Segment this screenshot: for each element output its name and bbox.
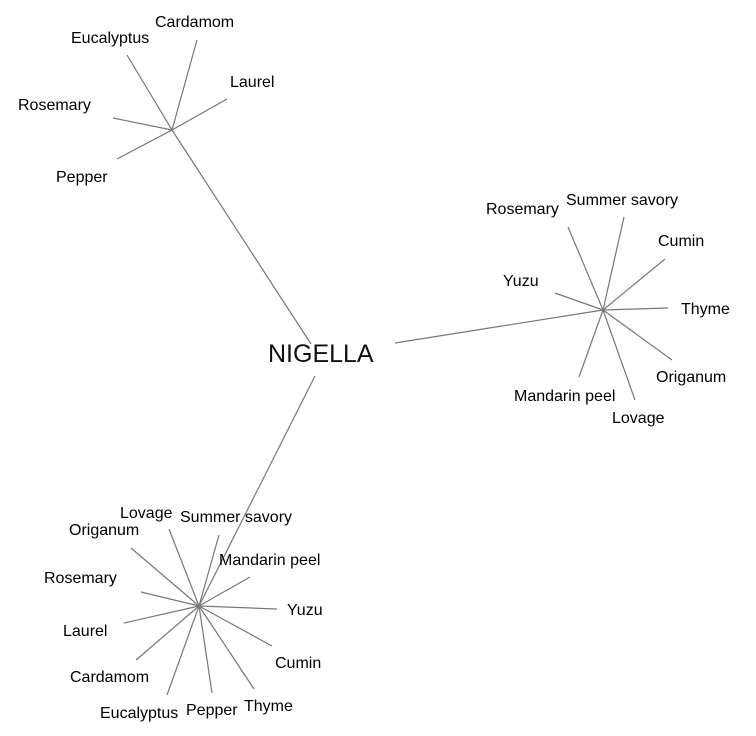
edge — [198, 605, 255, 690]
leaf-label: Summer savory — [180, 509, 292, 526]
edge — [578, 309, 604, 378]
edge — [602, 309, 636, 401]
edge — [602, 309, 673, 361]
leaf-label: Rosemary — [18, 97, 91, 114]
leaf-label: Rosemary — [44, 570, 117, 587]
leaf-label: Mandarin peel — [514, 388, 615, 405]
edge — [198, 534, 220, 607]
edge — [112, 117, 173, 131]
leaf-label: Lovage — [612, 410, 665, 427]
leaf-label: Pepper — [56, 169, 108, 186]
edge — [198, 605, 278, 610]
leaf-label: Eucalyptus — [100, 705, 178, 722]
top-cluster-edges — [112, 39, 228, 160]
leaf-label: Lovage — [120, 505, 173, 522]
edge — [168, 528, 200, 607]
edge — [602, 216, 625, 311]
leaf-label: Origanum — [69, 522, 139, 539]
leaf-label: Yuzu — [287, 602, 323, 619]
leaf-label: Laurel — [230, 74, 274, 91]
leaf-label: Origanum — [656, 369, 726, 386]
leaf-label: Thyme — [681, 301, 730, 318]
edge — [198, 576, 251, 607]
edge — [116, 129, 173, 160]
leaf-label: Cumin — [658, 233, 704, 250]
leaf-label: Mandarin peel — [219, 552, 320, 569]
edge — [171, 39, 198, 131]
bottom-cluster-edges — [123, 528, 278, 696]
leaf-label: Summer savory — [566, 192, 678, 209]
edge — [602, 258, 666, 311]
edge — [554, 292, 604, 311]
leaf-label: Yuzu — [503, 273, 539, 290]
edge — [135, 605, 200, 661]
root-label: NIGELLA — [268, 340, 374, 368]
edge — [130, 547, 200, 607]
leaf-label: Laurel — [63, 623, 107, 640]
leaf-label: Cardamom — [70, 669, 149, 686]
right-cluster-edges — [554, 216, 673, 401]
edge — [126, 54, 173, 131]
leaf-label: Pepper — [186, 702, 238, 719]
edge — [198, 605, 273, 647]
edge — [166, 605, 200, 696]
edge — [140, 591, 200, 607]
edge — [171, 98, 228, 131]
edge — [602, 307, 669, 311]
edge-root-bottom — [198, 375, 316, 607]
edge-root-right — [394, 309, 604, 344]
leaf-label: Eucalyptus — [71, 30, 149, 47]
leaf-label: Thyme — [244, 698, 293, 715]
edge — [198, 605, 213, 694]
edge — [567, 226, 604, 311]
leaf-label: Rosemary — [486, 201, 559, 218]
edge-root-top — [171, 129, 312, 345]
leaf-label: Cardamom — [155, 14, 234, 31]
leaf-label: Cumin — [275, 655, 321, 672]
edge — [123, 605, 200, 624]
